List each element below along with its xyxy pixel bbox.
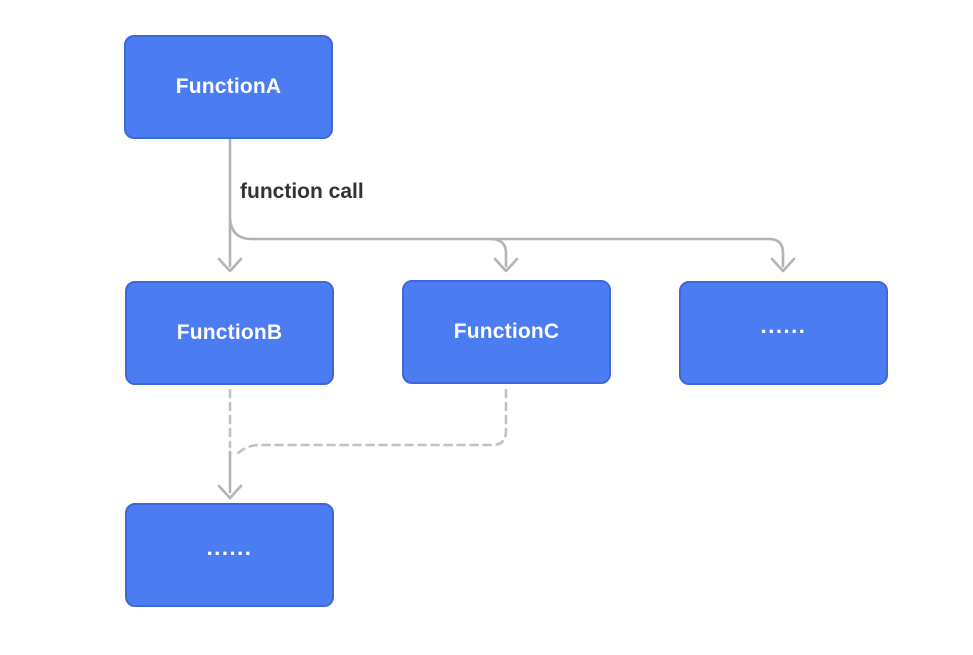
node-more-bottom: ...... [125, 503, 334, 607]
node-more-right: ...... [679, 281, 888, 385]
node-function-b: FunctionB [125, 281, 334, 385]
edge-a-to-c-arrowhead-icon [493, 257, 519, 273]
edge-label-function-call: function call [240, 180, 364, 203]
edge-a-to-right-arrowhead-icon [770, 257, 796, 273]
edge-junction-to-bottom-arrowhead-icon [217, 484, 243, 500]
edge-a-to-b-arrowhead-icon [217, 257, 243, 273]
edge-c-to-junction-dashed-line [235, 388, 508, 456]
edge-a-to-c-drop-line [490, 237, 508, 268]
node-function-b-label: FunctionB [176, 321, 283, 344]
node-more-right-label: ...... [760, 313, 807, 338]
node-function-a: FunctionA [124, 35, 333, 139]
node-function-c: FunctionC [402, 280, 611, 384]
edge-a-branch-bus-line [228, 216, 785, 268]
node-function-c-label: FunctionC [453, 320, 560, 343]
node-more-bottom-label: ...... [206, 535, 253, 560]
node-function-a-label: FunctionA [175, 75, 282, 98]
